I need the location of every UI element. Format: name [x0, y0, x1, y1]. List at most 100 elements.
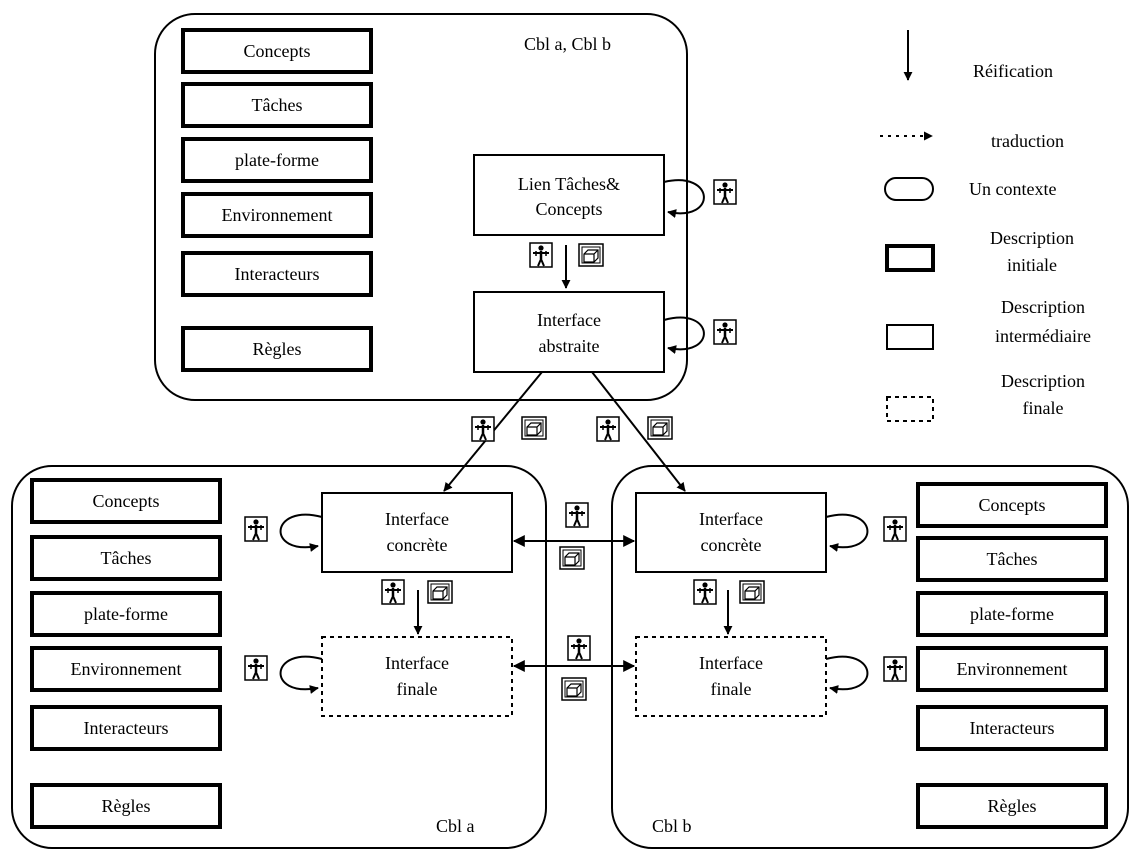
self-loop-left-finale	[279, 655, 323, 694]
legend-reification-label: Réification	[973, 61, 1053, 81]
right-regles-box	[916, 783, 1108, 829]
legend-initiale-line1: Description	[990, 228, 1074, 248]
left-taches-box	[30, 535, 222, 581]
left-concrete-line1: Interface	[385, 509, 449, 529]
self-loop-right-concrete	[825, 513, 869, 552]
context-left-label: Cbl a	[436, 816, 475, 836]
right-plateforme-box	[916, 591, 1108, 637]
person-icon	[712, 178, 738, 206]
right-plateforme-label: plate-forme	[970, 604, 1054, 624]
left-plateforme-box	[30, 591, 222, 637]
self-loop-abstraite	[663, 316, 705, 354]
abstraite-line1: Interface	[537, 310, 601, 330]
top-regles-label: Règles	[253, 339, 302, 359]
person-icon	[882, 655, 908, 683]
person-icon	[243, 515, 269, 543]
context-left	[11, 465, 547, 849]
person-icon	[380, 578, 406, 606]
top-plateforme-label: plate-forme	[235, 150, 319, 170]
left-interacteurs-label: Interacteurs	[84, 718, 169, 738]
left-finale-line1: Interface	[385, 653, 449, 673]
reification-arrow-abstraite-to-right-concrete	[591, 371, 686, 492]
lien-taches-concepts-box	[473, 154, 665, 236]
platform-icon	[739, 580, 765, 604]
right-initial-descriptions: Concepts Tâches plate-forme Environnemen…	[916, 482, 1108, 829]
context-right-label: Cbl b	[652, 816, 692, 836]
legend-initiale-shape	[885, 244, 935, 272]
legend-intermediaire-line1: Description	[1001, 297, 1085, 317]
context-top-label: Cbl a, Cbl b	[524, 34, 611, 54]
legend-contexte-shape	[884, 177, 934, 201]
legend-intermediaire-line2: intermédiaire	[995, 326, 1091, 346]
left-taches-label: Tâches	[101, 548, 152, 568]
platform-icon	[427, 580, 453, 604]
legend-finale-line1: Description	[1001, 371, 1085, 391]
left-interacteurs-box	[30, 705, 222, 751]
left-concepts-box	[30, 478, 222, 524]
person-icon	[692, 578, 718, 606]
legend-intermediaire-shape	[886, 324, 934, 350]
person-icon	[566, 634, 592, 662]
left-interface-finale-box	[321, 636, 513, 717]
right-interacteurs-label: Interacteurs	[970, 718, 1055, 738]
right-concrete-line1: Interface	[699, 509, 763, 529]
top-initial-descriptions: Concepts Tâches plate-forme Environnemen…	[181, 28, 373, 372]
left-concrete-line2: concrète	[387, 535, 448, 555]
right-interface-concrete-box	[635, 492, 827, 573]
self-loop-lien	[663, 179, 705, 218]
right-taches-box	[916, 536, 1108, 582]
top-concepts-box	[181, 28, 373, 74]
left-concepts-label: Concepts	[93, 491, 160, 511]
right-regles-label: Règles	[988, 796, 1037, 816]
top-regles-box	[181, 326, 373, 372]
self-loop-left-concrete	[279, 513, 323, 552]
top-taches-label: Tâches	[252, 95, 303, 115]
right-interface-finale-box	[635, 636, 827, 717]
top-interacteurs-label: Interacteurs	[235, 264, 320, 284]
platform-icon	[561, 677, 587, 701]
legend-finale-line2: finale	[1023, 398, 1064, 418]
right-concepts-box	[916, 482, 1108, 528]
context-top	[154, 13, 688, 401]
left-regles-box	[30, 783, 222, 829]
top-taches-box	[181, 82, 373, 128]
person-icon	[564, 501, 590, 529]
lien-line2: Concepts	[536, 199, 603, 219]
left-plateforme-label: plate-forme	[84, 604, 168, 624]
legend-contexte-label: Un contexte	[969, 179, 1056, 199]
legend: Réification traduction Un contexte Descr…	[880, 30, 1091, 422]
right-finale-line2: finale	[711, 679, 752, 699]
context-right	[611, 465, 1129, 849]
top-interacteurs-box	[181, 251, 373, 297]
platform-icon	[559, 546, 585, 570]
legend-initiale-line2: initiale	[1007, 255, 1057, 275]
person-icon	[528, 241, 554, 269]
right-environnement-box	[916, 646, 1108, 692]
right-concrete-line2: concrète	[701, 535, 762, 555]
platform-icon	[521, 416, 547, 440]
left-initial-descriptions: Concepts Tâches plate-forme Environnemen…	[30, 478, 222, 829]
self-loop-right-finale	[825, 655, 869, 694]
left-environnement-box	[30, 646, 222, 692]
right-environnement-label: Environnement	[957, 659, 1068, 679]
person-icon	[712, 318, 738, 346]
right-concepts-label: Concepts	[979, 495, 1046, 515]
platform-icon	[578, 243, 604, 267]
left-environnement-label: Environnement	[71, 659, 182, 679]
left-interface-concrete-box	[321, 492, 513, 573]
person-icon	[595, 415, 621, 443]
top-environnement-label: Environnement	[222, 205, 333, 225]
person-icon	[882, 515, 908, 543]
top-plateforme-box	[181, 137, 373, 183]
left-regles-label: Règles	[102, 796, 151, 816]
person-icon	[470, 415, 496, 443]
right-finale-line1: Interface	[699, 653, 763, 673]
top-environnement-box	[181, 192, 373, 238]
abstraite-line2: abstraite	[539, 336, 600, 356]
interface-abstraite-box	[473, 291, 665, 373]
legend-traduction-label: traduction	[991, 131, 1064, 151]
lien-line1: Lien Tâches&	[518, 174, 620, 194]
right-interacteurs-box	[916, 705, 1108, 751]
person-icon	[243, 654, 269, 682]
